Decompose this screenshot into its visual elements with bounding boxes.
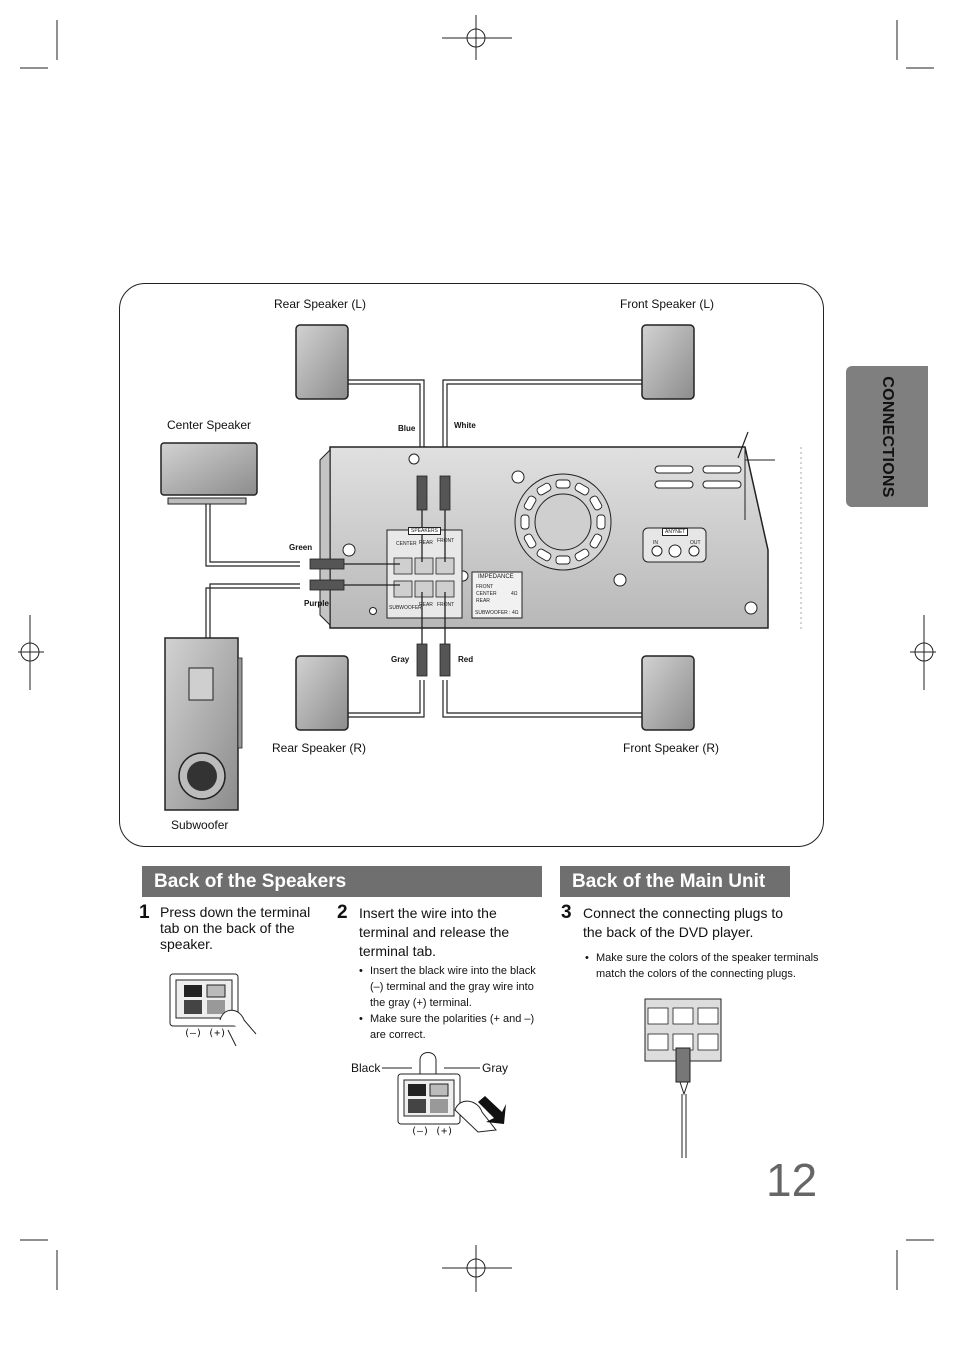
gray-wire-label: Gray [482,1061,509,1075]
front-speaker-r-label: Front Speaker (R) [623,741,720,755]
panel-rear-label-2: REAR [419,602,433,608]
connections-tab: CONNECTIONS [846,366,928,507]
back-of-main-unit-header: Back of the Main Unit [560,866,790,897]
fan-slot [574,548,590,562]
step-3-bullet-1: Make sure the colors of the speaker term… [585,950,836,982]
wire-red-label: Red [458,655,474,664]
step-2-bullet-2: Make sure the polarities (+ and –) are c… [359,1011,552,1043]
fan-slot [596,514,606,530]
front-speaker-r-icon [641,655,695,731]
wire-white-label: White [454,421,476,430]
rear-speaker-l-label: Rear Speaker (L) [274,297,367,311]
fan-slot [536,548,552,562]
fan-slot [520,514,530,530]
back-of-speakers-header: Back of the Speakers [142,866,542,897]
wire-green-label: Green [289,543,313,552]
rear-speaker-r-label: Rear Speaker (R) [272,741,367,755]
fan-slot [589,533,603,549]
main-unit-back-panel [309,431,802,677]
impedance-center: CENTER [476,591,497,597]
wire-gray-label: Gray [391,655,410,664]
panel-rear-label: REAR [419,540,433,546]
fan-slot [523,495,537,511]
wire-blue-label: Blue [398,424,416,433]
rear-speaker-l-icon [295,324,349,400]
subwoofer-icon [164,637,243,811]
rear-speaker-r-icon [295,655,349,731]
step-2-polarity-label: (–) (+) [411,1126,454,1137]
impedance-rear: REAR [476,598,490,604]
step-2-number: 2 [337,902,348,923]
impedance-title: IMPEDANCE [478,574,514,580]
wire-purple-label: Purple [304,599,329,608]
black-wire-label: Black [351,1061,381,1075]
page-number: 12 [766,1154,818,1206]
step-3-text: Connect the connecting plugs to the back… [583,905,784,940]
fan-slot [523,533,537,549]
front-speaker-l-label: Front Speaker (L) [620,297,715,311]
front-speaker-l-icon [641,324,695,400]
impedance-front: FRONT [476,584,494,590]
fan-slot [574,482,590,496]
terminal-press-icon [169,973,257,1047]
step-1-text: Press down the terminal tab on the back … [160,904,311,952]
anynet-label: ANYNET [662,528,689,536]
impedance-subwoofer: SUBWOOFER : 4Ω [475,610,519,616]
fan-slot [536,482,552,496]
panel-speakers-label: SPEAKERS [408,527,441,535]
center-speaker-icon [160,442,258,505]
impedance-main-value: 4Ω [511,591,518,597]
fan-slot [555,479,571,489]
panel-center-label: CENTER [396,541,417,547]
anynet-in-label: IN [653,540,658,546]
subwoofer-label: Subwoofer [171,818,229,832]
fan-slot [555,555,571,565]
panel-subwoofer-label: SUBWOOFER [389,605,422,611]
plug-connect-icon [644,998,722,1158]
step-2-bullet-1: Insert the black wire into the black (–)… [359,963,552,1011]
step-1-number: 1 [139,902,150,923]
terminal-insert-icon [382,1052,506,1133]
step-2-text: Insert the wire into the terminal and re… [359,905,510,959]
panel-front-label-2: FRONT [437,602,455,608]
center-speaker-label: Center Speaker [167,418,252,432]
step-1-polarity-label: (–) (+) [184,1028,227,1039]
anynet-out-label: OUT [690,540,701,546]
fan-slot [589,495,603,511]
step-3-number: 3 [561,902,572,923]
panel-front-label: FRONT [437,538,455,544]
